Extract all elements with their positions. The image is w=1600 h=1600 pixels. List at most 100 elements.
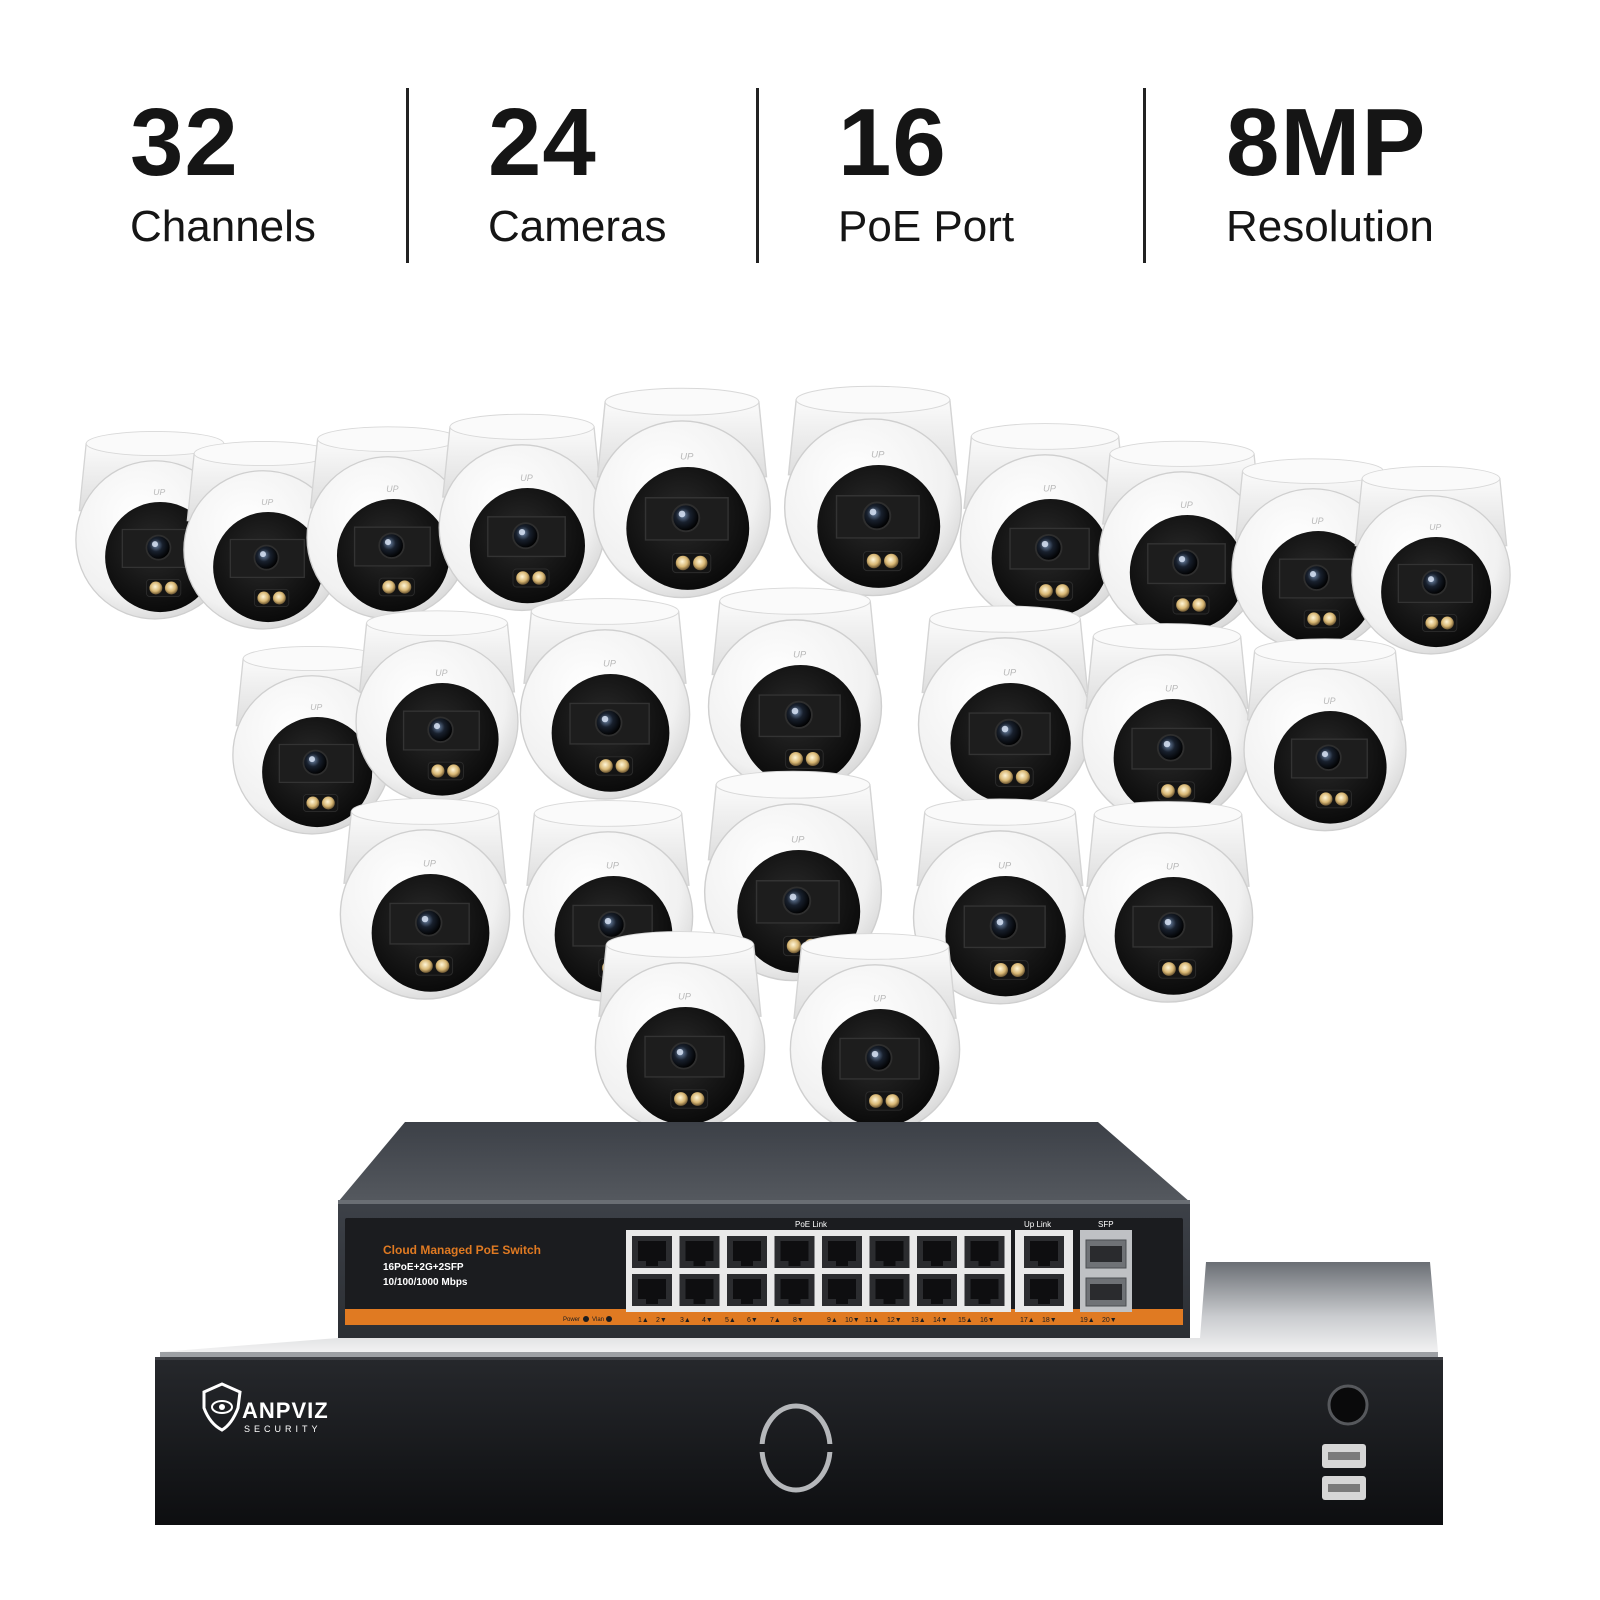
port-label: 2▼ [656,1317,667,1324]
dome-camera: UP [917,605,1093,812]
switch-vlan-label: Vlan [592,1317,604,1323]
dome-camera: UP [1243,638,1407,832]
rj45-port-icon [917,1274,957,1306]
led-icon [415,956,454,976]
spec-label: PoE Port [838,202,1015,251]
spec-label: Resolution [1226,202,1434,251]
camera-badge: UP [680,451,694,462]
sfp-port-icon [1085,1277,1127,1307]
led-icon [145,578,182,598]
dome-camera: UP [1081,623,1253,825]
port-label: 17▲ [1020,1317,1035,1324]
camera-badge: UP [1165,684,1179,694]
switch-ports [632,1236,1127,1307]
port-label: 1▲ [638,1317,649,1324]
camera-badge: UP [1180,500,1193,510]
led-icon [302,793,339,813]
lens-icon [1172,549,1200,577]
led-icon [785,749,824,769]
rj45-port-icon [727,1236,767,1268]
camera-badge: UP [606,861,620,871]
dome-camera: UP [783,385,963,597]
lens-icon [597,910,626,939]
camera-badge: UP [603,659,617,669]
camera-badge: UP [261,497,273,507]
lens-icon [782,886,812,916]
switch-top [338,1122,1190,1202]
rj45-port-icon [822,1236,862,1268]
divider [1143,88,1146,263]
dome-camera: UP [703,770,883,982]
spec-label: Channels [130,202,316,251]
port-label: 14▼ [933,1317,948,1324]
rj45-port-icon [632,1236,672,1268]
rj45-port-icon [1024,1236,1064,1268]
spec-value: 24 [488,89,597,196]
led-icon [378,577,415,597]
led-icon [1157,781,1196,801]
rj45-port-icon [964,1274,1005,1306]
port-label: 6▼ [747,1317,758,1324]
camera-badge: UP [1429,522,1441,532]
port-label: 19▲ [1080,1317,1095,1324]
camera-badge: UP [1323,696,1335,706]
port-label: 7▲ [770,1317,781,1324]
led-icon [1303,609,1340,629]
port-label: 16▼ [980,1317,995,1324]
divider [406,88,409,263]
port-label: 3▲ [680,1317,691,1324]
nvr-front [155,1357,1443,1525]
dome-camera: UP [1098,440,1266,639]
camera-badge: UP [423,859,437,869]
switch-poe-label: PoE Link [795,1220,828,1229]
port-label: 13▲ [911,1317,926,1324]
port-label: 11▲ [865,1317,879,1324]
power-button[interactable] [1327,1384,1369,1426]
lens-icon [671,503,701,533]
lens-icon [1156,733,1185,762]
rj45-port-icon [917,1236,957,1268]
lens-icon [994,718,1023,747]
port-label: 15▲ [958,1317,973,1324]
camera-badge: UP [310,702,322,712]
spec-value: 16 [838,89,947,196]
camera-badge: UP [1003,666,1017,677]
rj45-port-icon [964,1236,1005,1268]
led-icon [671,552,712,574]
switch-speed: 10/100/1000 Mbps [383,1277,468,1288]
camera-badge: UP [520,473,533,483]
lens-icon [302,749,329,776]
lens-icon [145,534,172,561]
dome-camera: UP [306,426,470,620]
lens-icon [378,532,405,559]
lens-icon [512,522,540,550]
led-icon [512,568,550,588]
divider [756,88,759,263]
port-label: 5▲ [725,1317,736,1324]
led-icon [1315,789,1352,809]
port-label: 4▼ [702,1317,713,1324]
nvr-brand: ANPVIZ [242,1398,329,1423]
lens-icon [1315,744,1342,771]
switch-sfp-label: SFP [1098,1220,1114,1229]
spec-channels: 32 Channels [130,95,490,249]
port-label: 12▼ [887,1317,902,1324]
camera-badge: UP [153,487,165,497]
port-label: 8▼ [793,1317,804,1324]
lens-icon [989,911,1018,940]
rj45-port-icon [679,1236,720,1268]
dome-camera: UP [232,646,392,835]
dome-camera: UP [355,610,519,804]
led-icon [427,761,464,781]
camera-badge: UP [873,994,887,1004]
dome-camera: UP [594,931,766,1133]
poe-switch: Cloud Managed PoE Switch 16PoE+2G+2SFP 1… [338,1122,1190,1340]
switch-title: Cloud Managed PoE Switch [383,1243,541,1257]
led-icon [862,550,903,572]
lens-icon [594,708,623,737]
nvr-recorder: ANPVIZ SECURITY [155,1262,1443,1525]
dome-camera: UP [592,387,772,599]
spec-poe-port: 16 PoE Port [838,95,1198,249]
lens-icon [253,544,280,571]
